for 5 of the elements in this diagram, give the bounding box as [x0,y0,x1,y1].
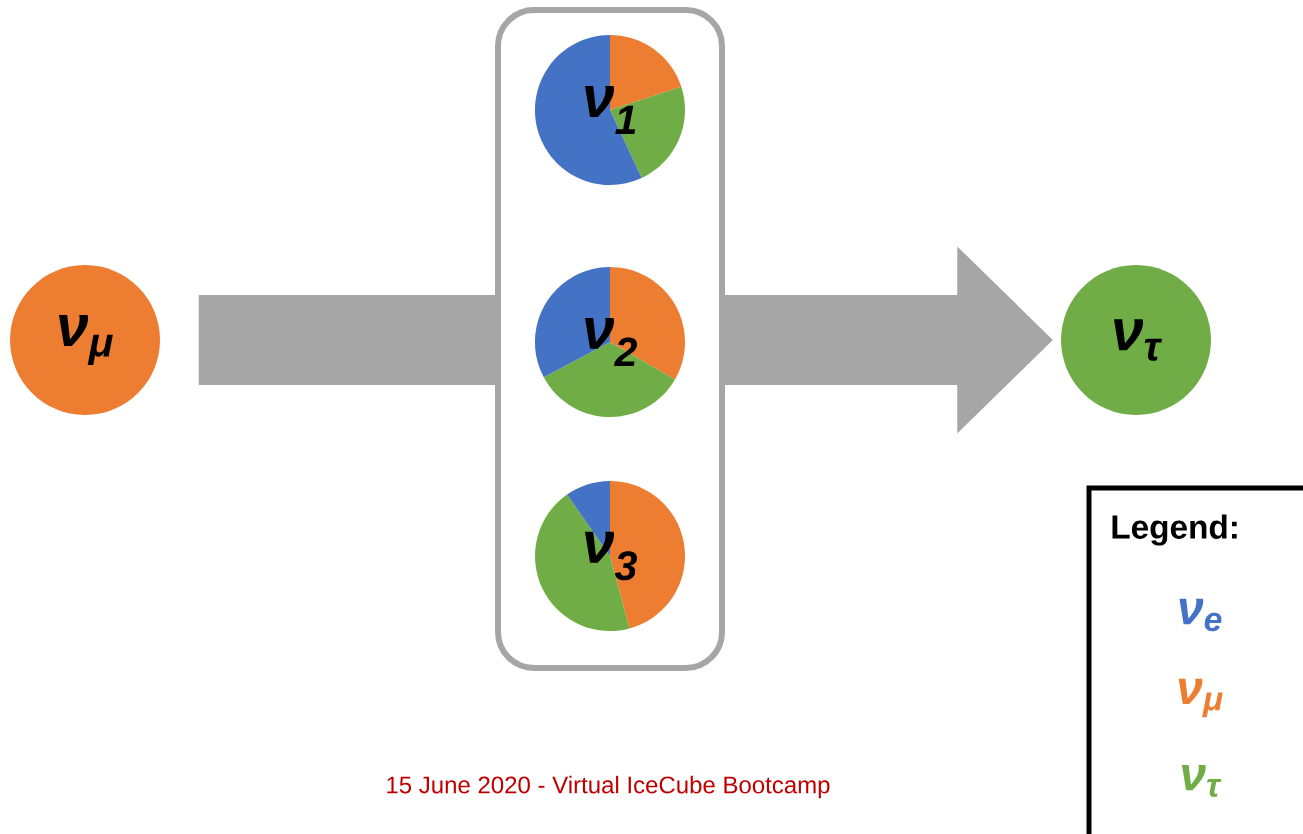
legend-entry: ν$_{e}$ [1179,598,1222,632]
legend-entry: ν$_{τ}$ [1181,765,1222,797]
legend-entry: ν$_{μ}$ [1178,678,1223,718]
legend-title: Legend: [1112,514,1237,546]
footer-text: 15 June 2020 - Virtual IceCube Bootcamp [387,775,830,799]
